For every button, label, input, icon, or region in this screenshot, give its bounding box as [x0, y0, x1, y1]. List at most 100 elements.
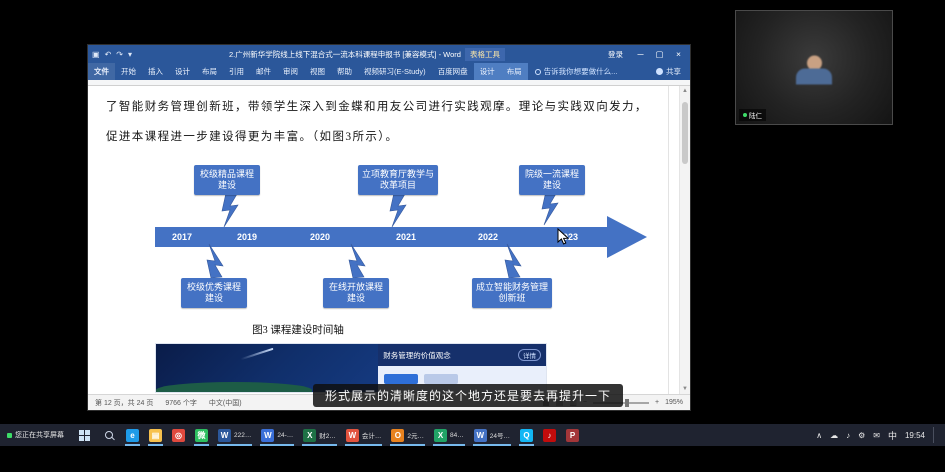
- window-title: 2.广州新华学院线上线下混合式一流本科课程申报书 [兼容模式] - Word: [229, 49, 461, 59]
- timeline-box-top-3[interactable]: 院级一流课程建设: [519, 165, 585, 195]
- taskbar-clock[interactable]: 19:54: [904, 430, 925, 440]
- ribbon-tab[interactable]: 开始: [115, 63, 142, 80]
- page-indicator[interactable]: 第 12 页，共 24 页: [95, 399, 154, 407]
- zoom-in-button[interactable]: +: [655, 399, 660, 406]
- taskbar-app[interactable]: W 24-…: [256, 424, 298, 446]
- app-icon: ◎: [172, 428, 185, 442]
- taskbar-app[interactable]: ♪: [538, 424, 561, 446]
- collapsed-ribbon-edge: [88, 80, 690, 86]
- zoom-level[interactable]: 195%: [665, 399, 683, 406]
- ribbon-tab[interactable]: 设计: [473, 63, 501, 80]
- participant-video: [796, 55, 832, 85]
- ribbon-tab[interactable]: 引用: [223, 63, 250, 80]
- tellme-icon: [534, 68, 541, 75]
- ribbon-tab-label: 帮助: [337, 67, 352, 76]
- figure-caption: 图3 课程建设时间轴: [252, 325, 344, 336]
- tellme-box[interactable]: 告诉我你想要做什么...: [528, 63, 625, 80]
- undo-icon[interactable]: ↶: [104, 49, 112, 59]
- hill-graphic: [156, 382, 312, 392]
- tray-icon[interactable]: ♪: [846, 430, 851, 440]
- quick-access-toolbar: ▣ ↶ ↷ ▾: [92, 50, 132, 59]
- taskbar-search-button[interactable]: [97, 424, 121, 446]
- timeline-box-top-1[interactable]: 校级精品课程建设: [194, 165, 260, 195]
- minimize-button[interactable]: ─: [637, 49, 644, 59]
- doc-paragraph: 促进本课程进一步建设得更为丰富。（如图3所示）。: [106, 131, 399, 143]
- ribbon-tab[interactable]: 布局: [500, 63, 528, 80]
- timeline-box-bottom-1[interactable]: 校级优秀课程建设: [181, 278, 247, 308]
- ribbon-tab[interactable]: 审阅: [277, 63, 304, 80]
- ribbon-tab[interactable]: 插入: [142, 63, 169, 80]
- screen-share-indicator[interactable]: 您正在共享屏幕: [0, 430, 71, 440]
- share-button[interactable]: 共享: [647, 63, 690, 80]
- ribbon-tab[interactable]: 邮件: [250, 63, 277, 80]
- tray-icon[interactable]: ⚙: [858, 430, 866, 440]
- taskbar-app[interactable]: P: [561, 424, 584, 446]
- timeline-box-bottom-3[interactable]: 成立智能财务管理创新班: [472, 278, 552, 308]
- taskbar-app[interactable]: e: [121, 424, 144, 446]
- taskbar-app[interactable]: O 2元…: [386, 424, 429, 446]
- ribbon-tab[interactable]: 文件: [88, 63, 115, 80]
- maximize-button[interactable]: ▢: [655, 48, 664, 59]
- ribbon-tab[interactable]: 视频研习(E-Study): [358, 63, 432, 80]
- app-icon: X: [434, 428, 448, 442]
- taskbar-app[interactable]: X 财2…: [298, 424, 341, 446]
- share-status-icon: [7, 432, 12, 438]
- document-area[interactable]: 了智能财务管理创新班，带领学生深入到金蝶和用友公司进行实践观摩。理论与实践双向发…: [88, 86, 690, 394]
- ribbon-tab-label: 布局: [506, 67, 522, 76]
- ribbon-tab-label: 视图: [310, 67, 325, 76]
- embed-detail-link: 详情: [517, 349, 541, 361]
- input-language-indicator[interactable]: 中: [887, 430, 897, 441]
- taskbar-app[interactable]: 微: [190, 424, 213, 446]
- tellme-label: 告诉我你想要做什么...: [543, 67, 618, 76]
- timeline-graphic: [155, 190, 647, 279]
- webcam-video-tile[interactable]: 陆仁: [735, 10, 893, 125]
- mic-status-icon: [743, 113, 747, 117]
- language-indicator[interactable]: 中文(中国): [208, 399, 242, 407]
- tray-icon[interactable]: ✉: [873, 430, 880, 440]
- app-icon: e: [126, 428, 139, 442]
- taskbar-app[interactable]: W 222…: [213, 424, 256, 446]
- taskbar-app[interactable]: W 24号…: [469, 424, 515, 446]
- app-label: 2元…: [407, 433, 425, 440]
- timeline-arrow-head: [607, 216, 647, 258]
- ribbon-tab[interactable]: 帮助: [331, 63, 358, 80]
- ribbon-tab[interactable]: 百度网盘: [432, 63, 474, 80]
- ribbon-tab[interactable]: 视图: [304, 63, 331, 80]
- qat-dropdown-icon[interactable]: ▾: [127, 49, 132, 59]
- app-label: 222…: [234, 431, 252, 439]
- windows-taskbar: 您正在共享屏幕 e ▤: [0, 424, 945, 446]
- ribbon-tab[interactable]: 设计: [169, 63, 196, 80]
- close-button[interactable]: ×: [676, 49, 681, 59]
- scrollbar-thumb[interactable]: [682, 102, 688, 164]
- zoom-slider-thumb[interactable]: [625, 398, 630, 407]
- show-desktop-button[interactable]: [933, 427, 937, 443]
- ribbon-tab-label: 百度网盘: [437, 67, 468, 76]
- save-icon[interactable]: ▣: [92, 49, 100, 59]
- taskbar-app[interactable]: Q: [515, 424, 538, 446]
- timeline-box-bottom-2[interactable]: 在线开放课程建设: [323, 278, 389, 308]
- signin-button[interactable]: 登录: [608, 49, 623, 59]
- tray-icon[interactable]: ∧: [816, 430, 823, 440]
- redo-icon[interactable]: ↷: [116, 49, 123, 59]
- ribbon-tab-label: 视频研习(E-Study): [364, 67, 426, 76]
- timeline-box-top-2[interactable]: 立项教育厅教学与改革项目: [358, 165, 438, 195]
- ribbon-tab-label: 设计: [175, 67, 190, 76]
- taskbar-app[interactable]: W 会计…: [341, 424, 387, 446]
- mouse-cursor: [557, 228, 570, 245]
- taskbar-app[interactable]: X 84…: [429, 424, 469, 446]
- ribbon-tab-label: 文件: [94, 67, 109, 76]
- scroll-up-icon[interactable]: ▲: [682, 88, 688, 94]
- share-banner-label: 您正在共享屏幕: [15, 432, 64, 439]
- ribbon-tab[interactable]: 布局: [196, 63, 223, 80]
- vertical-scrollbar[interactable]: ▲ ▼: [679, 86, 690, 394]
- taskbar-app[interactable]: ◎: [167, 424, 190, 446]
- taskbar-app[interactable]: ▤: [144, 424, 167, 446]
- scroll-down-icon[interactable]: ▼: [682, 386, 688, 392]
- tray-icon[interactable]: ☁: [830, 430, 839, 440]
- start-button[interactable]: [71, 424, 97, 446]
- ribbon-tab-label: 邮件: [256, 67, 271, 76]
- word-count[interactable]: 9766 个字: [165, 399, 197, 407]
- word-window: ▣ ↶ ↷ ▾ 2.广州新华学院线上线下混合式一流本科课程申报书 [兼容模式] …: [88, 45, 690, 410]
- participant-name: 陆仁: [749, 113, 762, 120]
